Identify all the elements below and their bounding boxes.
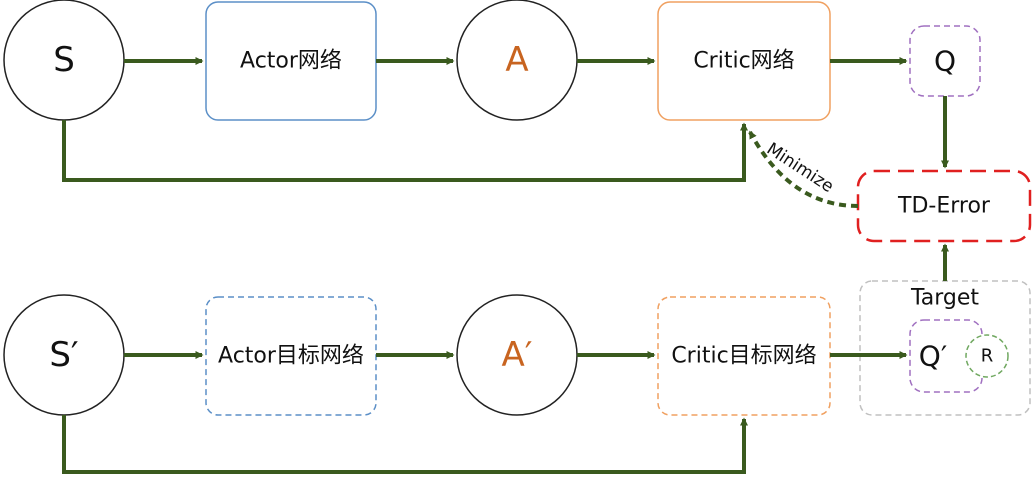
actor-target-label: Actor目标网络 <box>218 344 364 369</box>
td-error-label: TD-Error <box>897 194 991 219</box>
reward-node <box>965 334 1009 378</box>
q-value-label: Q <box>934 45 956 78</box>
q-value-box <box>909 25 981 97</box>
target-group-label: Target <box>910 286 979 311</box>
critic-target-label: Critic目标网络 <box>671 344 816 369</box>
next-state-label: S′ <box>49 335 78 375</box>
q-next-label: Q′ <box>919 340 947 373</box>
critic-network-label: Critic网络 <box>693 49 794 74</box>
actor-network-label: Actor网络 <box>240 49 342 74</box>
q-next-box <box>909 319 983 393</box>
minimize-curve <box>748 130 859 208</box>
arrow-state-to-critic <box>62 120 748 182</box>
state-label: S <box>53 40 75 80</box>
next-action-label: A′ <box>502 335 533 375</box>
arrow-next-state-to-critic-target <box>62 415 748 474</box>
reward-label: R <box>981 346 994 367</box>
action-label: A <box>505 40 528 80</box>
